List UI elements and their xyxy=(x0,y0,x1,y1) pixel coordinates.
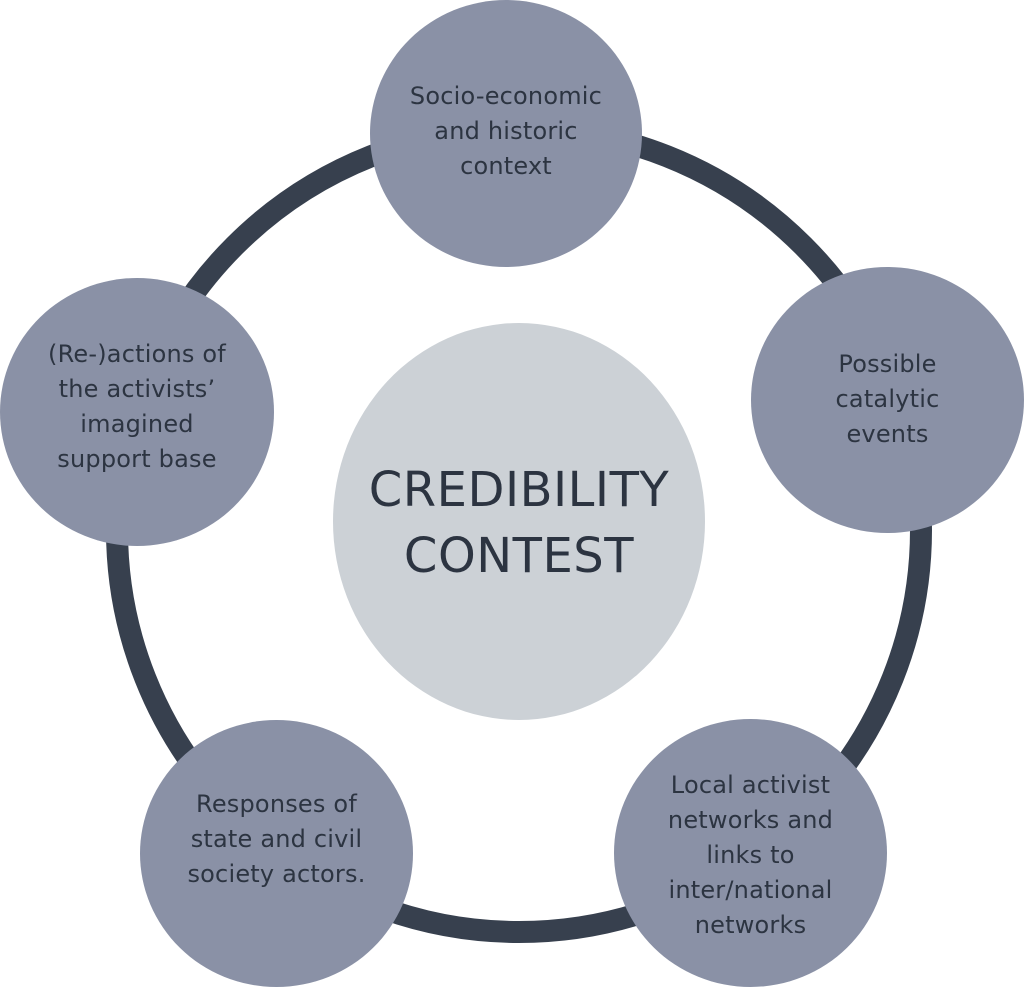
label-line: state and civil xyxy=(190,825,363,853)
label-line: events xyxy=(846,419,929,448)
node-local-activist-networks: Local activist networks and links to int… xyxy=(614,719,887,987)
label-line: inter/national xyxy=(668,875,833,904)
label-line: imagined xyxy=(80,410,194,438)
node-label: Possible catalytic events xyxy=(836,347,940,452)
node-label: (Re-)actions of the activists’ imagined … xyxy=(48,337,226,477)
node-support-base-reactions: (Re-)actions of the activists’ imagined … xyxy=(0,278,274,546)
center-label-line: CREDIBILITY xyxy=(368,461,670,518)
label-line: catalytic xyxy=(835,384,940,413)
node-state-civil-society-responses: Responses of state and civil society act… xyxy=(140,720,413,987)
node-label: Socio-economic and historic context xyxy=(410,79,602,184)
label-line: and historic xyxy=(434,117,578,145)
label-line: (Re-)actions of xyxy=(48,340,226,368)
node-label: Local activist networks and links to int… xyxy=(668,768,833,943)
label-line: networks xyxy=(694,910,807,939)
center-credibility-contest: CREDIBILITY CONTEST xyxy=(333,323,705,720)
label-line: Socio-economic xyxy=(409,82,603,110)
label-line: Possible xyxy=(838,349,937,378)
label-line: context xyxy=(460,152,552,180)
label-line: networks and xyxy=(667,805,834,834)
node-catalytic-events: Possible catalytic events xyxy=(751,267,1024,533)
label-line: society actors. xyxy=(187,860,366,888)
label-line: Responses of xyxy=(196,790,357,818)
node-label: Responses of state and civil society act… xyxy=(187,787,365,892)
label-line: support base xyxy=(57,445,217,473)
node-socio-economic-context: Socio-economic and historic context xyxy=(370,0,642,267)
center-label: CREDIBILITY CONTEST xyxy=(369,457,669,589)
label-line: links to xyxy=(706,840,795,869)
label-line: the activists’ xyxy=(58,375,216,403)
label-line: Local activist xyxy=(670,770,831,799)
center-label-line: CONTEST xyxy=(403,527,635,584)
